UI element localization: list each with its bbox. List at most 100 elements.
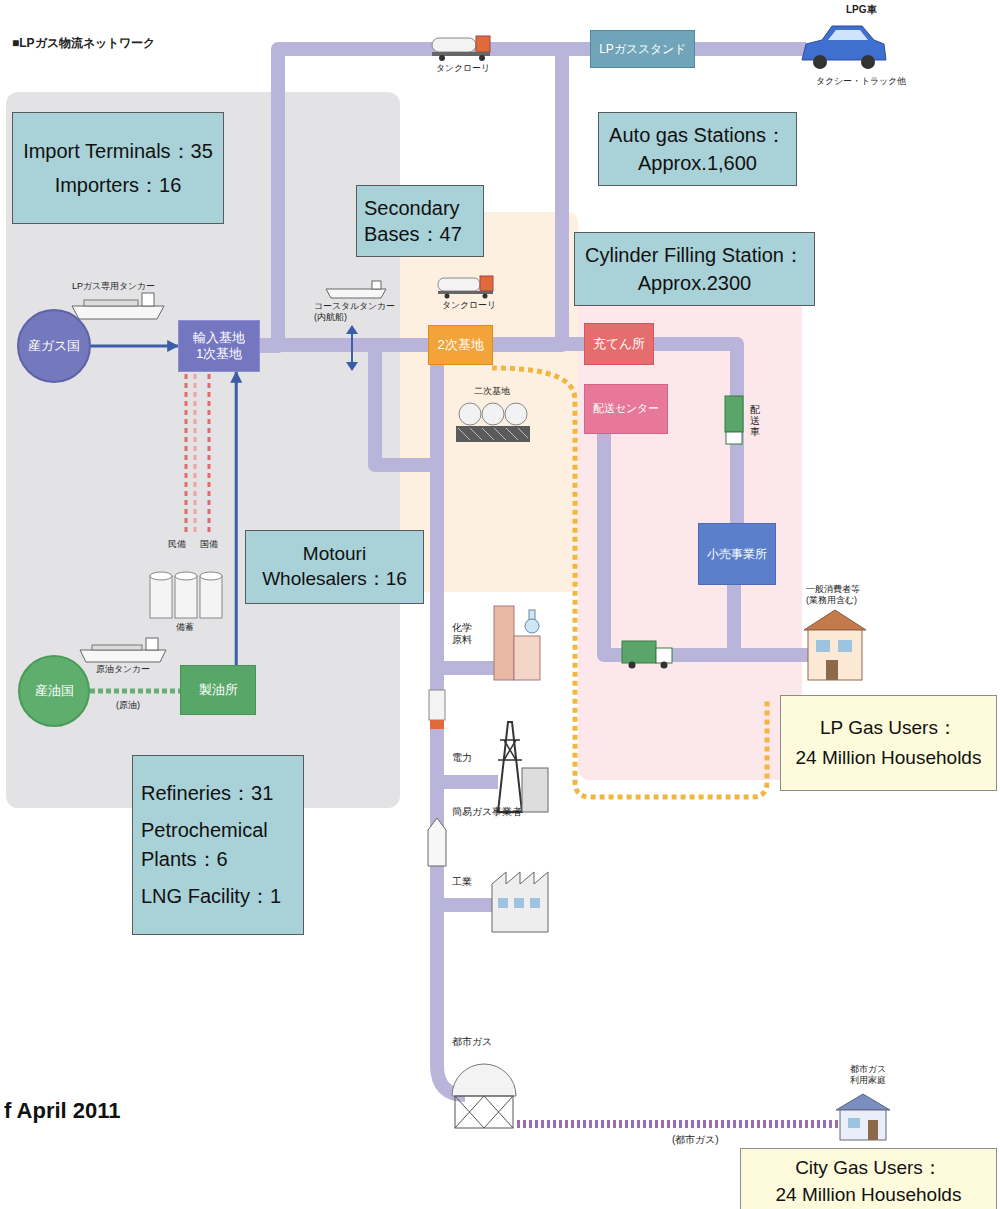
secondary-base-box: 2次基地	[428, 325, 493, 365]
illustration-label: 一般消費者等 (業務用含む)	[806, 584, 860, 606]
illustration-label: 民備	[168, 539, 186, 550]
node-text: Import Terminals：35	[23, 135, 213, 167]
tank-lorry-icon	[438, 276, 493, 299]
node-text: 配送センター	[593, 402, 659, 416]
truck-cab	[656, 648, 672, 663]
truck-cab	[430, 720, 444, 729]
illustration-label: 簡易ガス事業者	[452, 806, 522, 818]
node-text: Cylinder Filling Station：	[585, 242, 804, 268]
lorry-wheel	[483, 294, 488, 299]
node-text: Motouri Wholesalers：16	[252, 542, 417, 591]
coastal-double-arrow	[346, 325, 358, 371]
filling-station-box: 充てん所	[584, 323, 654, 365]
truck-cab	[726, 432, 742, 444]
terminal-box: 輸入基地 1次基地	[178, 320, 260, 372]
lorry-tank	[438, 278, 480, 291]
crude-tanker-icon	[80, 638, 166, 662]
factory-building	[492, 872, 548, 932]
node-text: 24 Million Households	[776, 1183, 962, 1208]
country-circle: 産油国	[18, 655, 90, 727]
spherical-tank	[505, 403, 527, 425]
node-text: Importers：16	[55, 169, 182, 201]
ship-bridge	[142, 293, 154, 306]
lorry-tank	[432, 38, 476, 52]
lpg-car-icon	[802, 26, 886, 69]
info-box: Import Terminals：35Importers：16	[12, 112, 224, 224]
arrow-head	[346, 325, 358, 334]
illustration-label: 備蓄	[176, 622, 194, 633]
illustration-label: コースタルタンカー (内航船)	[314, 301, 395, 323]
house-roof	[836, 1094, 890, 1110]
ship-hull	[80, 650, 166, 662]
factory-window	[530, 898, 540, 908]
ship-deck	[84, 300, 138, 306]
gas-holder-frame	[455, 1096, 513, 1128]
storage-tank	[150, 576, 172, 618]
lorry-cab	[480, 276, 493, 291]
truck-cargo	[725, 396, 743, 432]
truck-wheel	[629, 662, 636, 669]
house-window	[816, 640, 830, 652]
spherical-tank	[459, 403, 481, 425]
power-tower-arms	[498, 740, 522, 760]
reserve-dashed-line	[194, 374, 197, 534]
house-wall	[808, 630, 862, 680]
circle-shape	[19, 656, 89, 726]
pipeline	[437, 661, 494, 675]
illustration-label: 電力	[452, 752, 472, 764]
lorry-wheel	[479, 55, 485, 61]
illustration-label: LPG車	[846, 4, 877, 16]
city-gas-dotted-line	[517, 1120, 838, 1128]
coastal-ship-icon	[428, 818, 446, 866]
flask	[525, 619, 539, 633]
coastal-tanker-icon	[326, 281, 386, 298]
vertical-label: 配送車	[750, 404, 760, 437]
node-text: City Gas Users：	[795, 1156, 942, 1181]
node-text: 2次基地	[437, 337, 483, 353]
node-text: Approx.2300	[638, 270, 751, 296]
illustration-label: タンクローリ	[442, 300, 496, 311]
users-box: LP Gas Users：24 Million Households	[780, 695, 997, 791]
retailer-box: 小売事業所	[698, 523, 776, 585]
power-tower	[498, 722, 522, 812]
house-wall	[840, 1110, 886, 1140]
pipeline	[437, 898, 492, 912]
illustration-label: 都市ガス 利用家庭	[850, 1064, 886, 1086]
reserve-dashed-line	[185, 374, 188, 534]
factory-window	[514, 898, 524, 908]
chemical-plant-icon	[494, 606, 540, 680]
node-text: 製油所	[199, 682, 238, 698]
flow-arrow	[91, 345, 178, 348]
car-window	[828, 30, 868, 40]
node-text: Auto gas Stations：	[609, 122, 786, 148]
house-window	[848, 1118, 860, 1128]
lorry-wheel	[445, 294, 450, 299]
ship-bridge	[372, 281, 381, 289]
car-wheel	[861, 55, 875, 69]
house-door	[826, 660, 838, 680]
node-text: 充てん所	[593, 336, 645, 352]
delivery-center-box: 配送センター	[584, 384, 668, 434]
tank-lorry-icon	[432, 36, 490, 61]
car-body	[802, 26, 886, 60]
info-box: Motouri Wholesalers：16	[245, 530, 424, 604]
lorry-wheel	[439, 55, 445, 61]
station-box: LPガススタンド	[590, 30, 695, 68]
illustration-label: 工業	[452, 876, 472, 888]
node-text: Petrochemical Plants：6	[141, 816, 295, 874]
diagram-title: ■LPガス物流ネットワーク	[12, 35, 155, 52]
node-text: LP Gas Users：	[820, 714, 957, 743]
arrow-head	[346, 362, 358, 371]
storage-tank	[200, 576, 222, 618]
city-gas-house-icon	[836, 1094, 890, 1140]
house-roof	[804, 610, 866, 630]
node-text: 産油国	[35, 683, 74, 699]
gas-holder-dome	[452, 1064, 516, 1096]
power-plant-icon	[498, 722, 548, 812]
tank-base	[456, 426, 530, 442]
gas-holder-lattice	[455, 1096, 513, 1128]
factory-window	[498, 898, 508, 908]
illustration-label: 二次基地	[474, 386, 510, 397]
refinery-box: 製油所	[180, 665, 256, 715]
country-circle: 産ガス国	[17, 309, 91, 383]
